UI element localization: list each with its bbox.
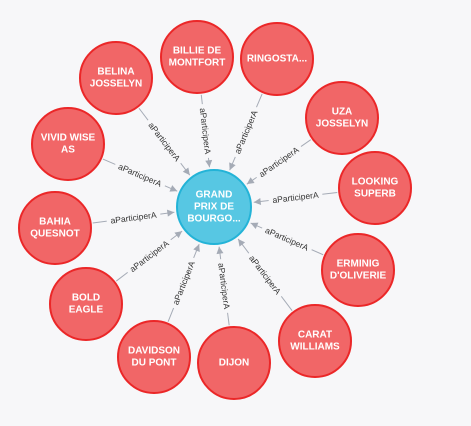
edge-label-background (259, 223, 314, 255)
node-dijon-circle[interactable] (197, 326, 271, 400)
node-dijon[interactable]: DIJON (197, 326, 271, 400)
node-vivid-wise-as-circle[interactable] (31, 107, 105, 181)
arrowhead-icon (174, 231, 183, 239)
arrowhead-icon (250, 222, 259, 230)
edge-belina-josselyn[interactable]: aParticiperA (138, 107, 191, 176)
edge-dijon[interactable]: aParticiperA (215, 246, 234, 326)
edge-davidson-du-pont[interactable]: aParticiperA (167, 243, 200, 322)
arrowhead-icon (253, 198, 262, 205)
edge-label: aParticiperA (110, 210, 158, 226)
node-belina-josselyn-circle[interactable] (79, 41, 153, 115)
edge-billie-de-montfort[interactable]: aParticiperA (196, 94, 214, 168)
arrowhead-icon (246, 177, 255, 185)
arrowhead-icon (238, 238, 246, 247)
edge-bold-eagle[interactable]: aParticiperA (115, 230, 183, 282)
edge-vivid-wise-as[interactable]: aParticiperA (102, 158, 178, 192)
edge-label: aParticiperA (216, 262, 232, 310)
edge-label-background (113, 159, 168, 191)
node-looking-superb-circle[interactable] (338, 151, 412, 225)
edge-label-background (215, 258, 234, 314)
edge-label: aParticiperA (146, 120, 182, 163)
edge-label-background (168, 255, 199, 311)
edge-label: aParticiperA (264, 225, 311, 253)
edge-label-background (124, 235, 175, 277)
arrowhead-icon (229, 162, 236, 171)
edge-label-background (230, 105, 262, 160)
arrowhead-icon (193, 244, 200, 252)
edge-label-background (268, 188, 323, 207)
edge-label-background (196, 103, 214, 159)
edge-label: aParticiperA (247, 253, 283, 296)
arrowhead-icon (182, 167, 190, 176)
edge-looking-superb[interactable]: aParticiperA (253, 188, 338, 207)
edge-label: aParticiperA (117, 161, 164, 189)
arrowhead-icon (166, 209, 175, 217)
edge-carat-williams[interactable]: aParticiperA (237, 238, 293, 311)
edge-ringosta[interactable]: aParticiperA (229, 93, 263, 171)
edge-bahia-quesnot[interactable]: aParticiperA (92, 208, 175, 227)
edge-label: aParticiperA (128, 238, 171, 274)
node-bahia-quesnot-circle[interactable] (18, 191, 92, 265)
node-ringosta-circle[interactable] (240, 22, 314, 96)
node-billie-de-montfort-circle[interactable] (160, 20, 234, 94)
edge-erminig-d-oliverie[interactable]: aParticiperA (250, 222, 324, 256)
node-erminig-d-oliverie-circle[interactable] (321, 233, 395, 307)
edge-label: aParticiperA (257, 144, 301, 179)
node-bold-eagle-circle[interactable] (49, 267, 123, 341)
edge-label-background (253, 141, 305, 182)
node-carat-williams-circle[interactable] (278, 304, 352, 378)
edge-uza-josselyn[interactable]: aParticiperA (246, 139, 312, 185)
edge-label: aParticiperA (170, 259, 197, 306)
edge-label-background (143, 116, 186, 167)
node-ringosta[interactable]: RINGOSTA... (240, 22, 314, 96)
node-uza-josselyn-circle[interactable] (305, 81, 379, 155)
node-center-circle[interactable] (176, 169, 252, 245)
arrowhead-icon (169, 185, 178, 192)
edge-label-background (244, 249, 286, 300)
arrowhead-icon (216, 246, 224, 255)
edge-label: aParticiperA (232, 109, 259, 156)
edge-label-background (106, 208, 161, 227)
node-davidson-du-pont-circle[interactable] (117, 320, 191, 394)
arrowhead-icon (205, 159, 213, 168)
